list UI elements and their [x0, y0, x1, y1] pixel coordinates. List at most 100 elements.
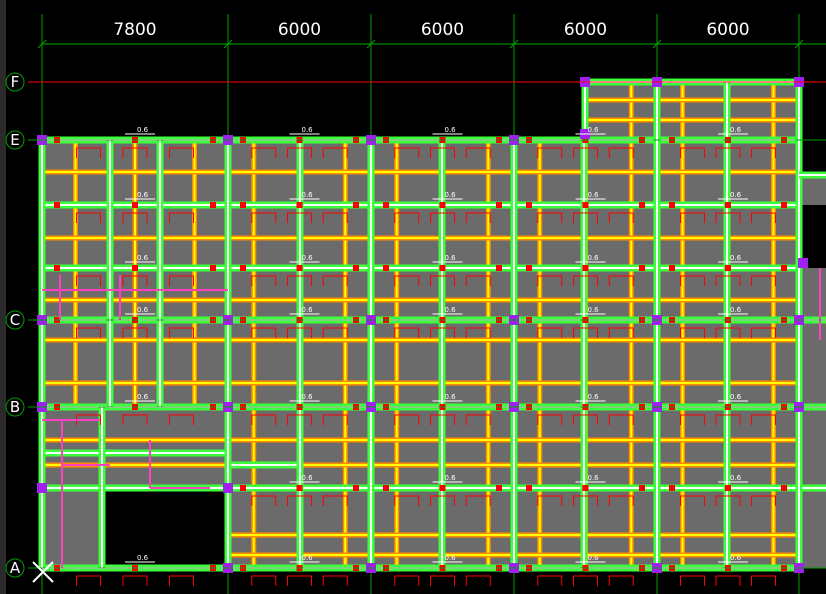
rebar-bracket: [76, 275, 101, 286]
beam-tag: 0.6: [445, 554, 457, 562]
beam-tag: 0.6: [730, 126, 742, 134]
rebar-bracket: [76, 147, 101, 158]
rebar-bracket: [751, 575, 776, 586]
rebar-node: [781, 485, 787, 491]
rebar-bracket: [76, 575, 101, 586]
slab-panel: [799, 175, 826, 205]
rebar-bracket: [751, 212, 776, 223]
rebar-bracket: [465, 575, 491, 586]
rebar-bracket: [430, 575, 455, 586]
rebar-node: [353, 202, 359, 208]
rebar-bracket: [465, 212, 491, 223]
rebar-bracket: [76, 327, 101, 338]
beam-tag: 0.6: [588, 254, 600, 262]
rebar-bracket: [715, 327, 741, 338]
rebar-node: [781, 202, 787, 208]
beam-tag: 0.6: [588, 393, 600, 401]
rebar-node: [240, 265, 246, 271]
rebar-node: [353, 265, 359, 271]
rebar-bracket: [465, 147, 491, 158]
rebar-bracket: [573, 414, 598, 425]
rebar-bracket: [322, 414, 348, 425]
dimension-label: 7800: [113, 20, 156, 40]
rebar-bracket: [169, 212, 194, 223]
rebar-bracket: [122, 327, 148, 338]
rebar-node: [132, 265, 138, 271]
rebar-node: [582, 265, 589, 271]
beam-tag: 0.6: [137, 393, 149, 401]
beam-tag: 0.6: [302, 191, 314, 199]
rebar-node: [526, 485, 532, 491]
grid-bubble-label: F: [11, 73, 20, 91]
column: [798, 258, 808, 268]
beam-tag: 0.6: [445, 191, 457, 199]
rebar-node: [54, 202, 60, 208]
rebar-bracket: [287, 275, 312, 286]
rebar-bracket: [394, 414, 420, 425]
rebar-bracket: [751, 327, 776, 338]
rebar-node: [383, 485, 389, 491]
rebar-bracket: [394, 147, 420, 158]
dimension-label: 6000: [706, 20, 749, 40]
rebar-bracket: [430, 275, 455, 286]
rebar-node: [725, 485, 731, 491]
rebar-bracket: [680, 575, 705, 586]
rebar-bracket: [715, 275, 741, 286]
rebar-bracket: [751, 414, 776, 425]
rebar-node: [582, 202, 589, 208]
rebar-bracket: [715, 575, 741, 586]
column: [223, 483, 233, 493]
grid-bubble-c: C: [5, 310, 25, 330]
rebar-node: [781, 265, 787, 271]
rebar-bracket: [537, 327, 563, 338]
grid-bubble-label: C: [10, 311, 20, 329]
rebar-bracket: [122, 575, 148, 586]
rebar-node: [210, 265, 216, 271]
beam-tag: 0.6: [730, 393, 742, 401]
beam-tag: 0.6: [137, 126, 149, 134]
rebar-bracket: [608, 575, 634, 586]
rebar-bracket: [122, 212, 148, 223]
slab-panel: [585, 82, 799, 140]
rebar-bracket: [608, 275, 634, 286]
grid-bubble-label: A: [10, 559, 21, 577]
dimension-label: 6000: [278, 20, 321, 40]
rebar-bracket: [537, 212, 563, 223]
grid-bubble-circle: [5, 130, 25, 150]
rebar-bracket: [430, 495, 455, 506]
grid-bubble-f: F: [5, 72, 25, 92]
beam-tag: 0.6: [588, 126, 600, 134]
rebar-bracket: [751, 147, 776, 158]
rebar-bracket: [122, 275, 148, 286]
grid-bubble-label: B: [10, 398, 20, 416]
grid-bubble-circle: [5, 558, 25, 578]
rebar-bracket: [680, 275, 705, 286]
highlighted-members: [42, 268, 821, 568]
rebar-bracket: [680, 327, 705, 338]
grid-bubble-circle: [5, 310, 25, 330]
beam-tag: 0.6: [445, 393, 457, 401]
rebar-bracket: [322, 212, 348, 223]
rebar-bracket: [287, 495, 312, 506]
beam-tag: 0.6: [588, 554, 600, 562]
grid-bubble-b: B: [5, 397, 25, 417]
rebar-bracket: [394, 575, 420, 586]
rebar-bracket: [751, 275, 776, 286]
beam-tag: 0.6: [137, 191, 149, 199]
rebar-bracket: [169, 275, 194, 286]
dimension-tick: [37, 39, 47, 49]
rebar-bracket: [573, 147, 598, 158]
rebar-bracket: [251, 327, 277, 338]
rebar-bracket: [251, 275, 277, 286]
rebar-node: [639, 265, 645, 271]
beam-tag: 0.6: [730, 554, 742, 562]
rebar-bracket: [322, 495, 348, 506]
rebar-node: [296, 265, 303, 271]
beam-tag: 0.6: [588, 191, 600, 199]
beam-tag: 0.6: [137, 254, 149, 262]
beam-tag: 0.6: [137, 306, 149, 314]
rebar-node: [639, 202, 645, 208]
rebar-bracket: [169, 414, 194, 425]
